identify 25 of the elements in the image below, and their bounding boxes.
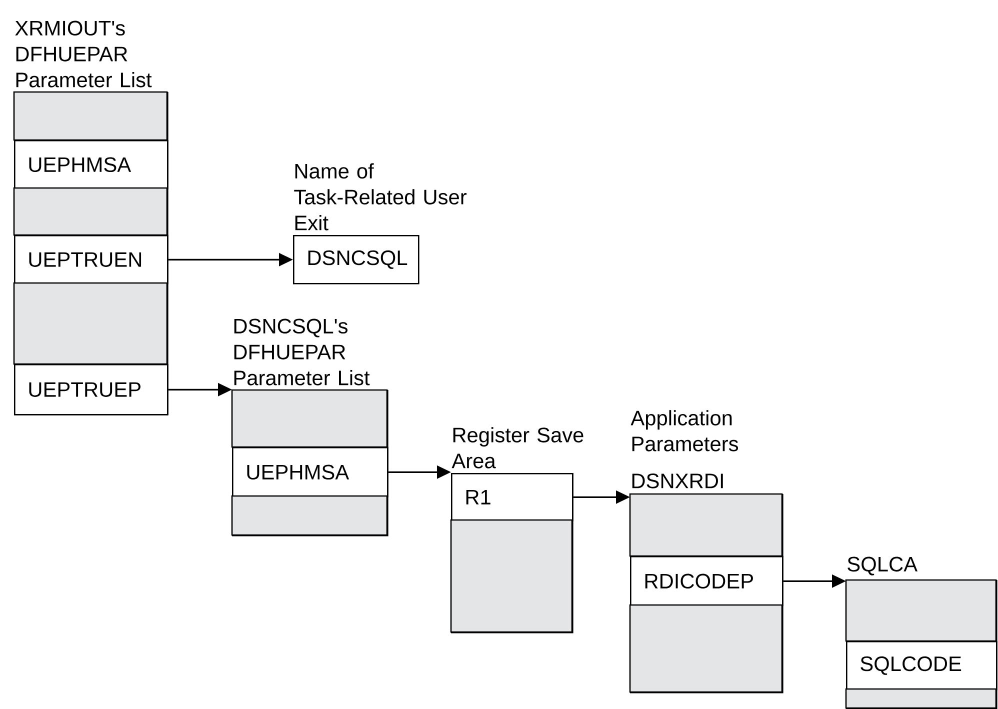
field-cell: SQLCODE <box>846 641 998 690</box>
empty-cell <box>13 91 168 141</box>
empty-cell <box>845 579 997 642</box>
heading-text: Application Parameters <box>630 410 738 452</box>
field-cell: UEPTRUEN <box>14 235 168 284</box>
field-cell: UEPTRUEP <box>14 364 168 416</box>
heading-text: XRMIOUT's DFHUEPAR Parameter List <box>15 20 152 88</box>
empty-cell <box>231 389 388 448</box>
empty-cell <box>629 493 783 557</box>
heading-text: Name of Task-Related User Exit <box>294 163 467 230</box>
heading-text: SQLCA <box>848 556 918 576</box>
empty-cell <box>629 604 783 693</box>
field-cell: R1 <box>451 473 574 522</box>
empty-cell <box>13 282 168 365</box>
field-cell: RDICODEP <box>630 556 784 606</box>
field-cell: UEPHMSA <box>232 447 388 498</box>
field-cell: UEPHMSA <box>14 140 168 190</box>
empty-cell <box>13 187 168 236</box>
empty-cell <box>845 688 997 709</box>
heading-text: DSNXRDI <box>632 474 723 488</box>
heading-text: Register Save Area <box>452 427 584 468</box>
name-box: DSNCSQL <box>293 235 420 284</box>
empty-cell <box>450 519 573 633</box>
heading-text: DSNCSQL's DFHUEPAR Parameter List <box>234 318 370 386</box>
empty-cell <box>231 495 388 536</box>
